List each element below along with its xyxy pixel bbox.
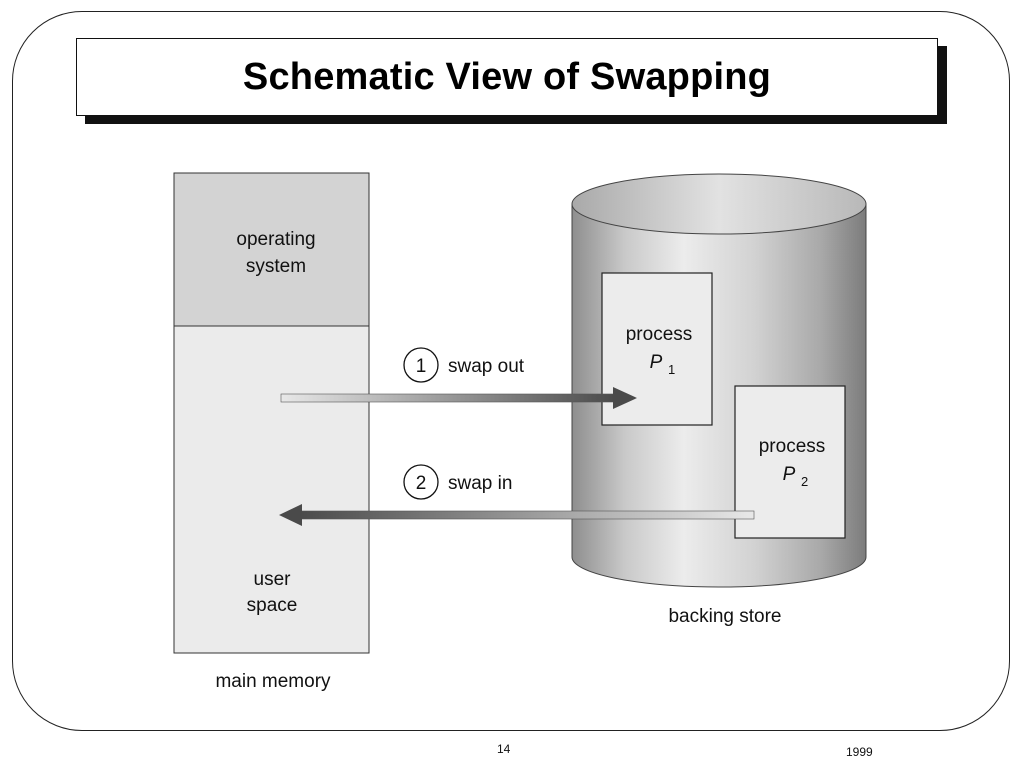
process-p1-subscript: 1 bbox=[668, 362, 675, 377]
os-label-line2: system bbox=[246, 256, 306, 277]
process-p2-name: P bbox=[783, 464, 796, 485]
title-box: Schematic View of Swapping bbox=[76, 38, 938, 116]
os-region bbox=[173, 172, 370, 327]
backing-store-top bbox=[571, 173, 867, 235]
user-space-label-line2: space bbox=[247, 595, 298, 616]
process-p2-label: process bbox=[759, 436, 826, 457]
footer-year: 1999 bbox=[846, 745, 873, 759]
step-1-circle bbox=[403, 347, 439, 383]
step-1-number: 1 bbox=[416, 356, 427, 377]
process-p1-label: process bbox=[626, 324, 693, 345]
user-space-label-line1: user bbox=[254, 569, 292, 590]
user-space-region bbox=[173, 325, 370, 654]
swap-out-arrow-shaft bbox=[280, 393, 616, 403]
swap-in-arrow-head bbox=[279, 504, 302, 526]
os-label-line1: operating bbox=[236, 229, 315, 250]
swap-out-arrow-head bbox=[613, 387, 637, 409]
slide-title: Schematic View of Swapping bbox=[242, 55, 772, 98]
step-2-number: 2 bbox=[416, 473, 427, 494]
slide-frame bbox=[12, 11, 1010, 731]
swap-in-label: swap in bbox=[448, 473, 512, 494]
main-memory-caption: main memory bbox=[215, 671, 331, 692]
swap-out-label: swap out bbox=[448, 356, 525, 377]
step-2-circle bbox=[403, 464, 439, 500]
page-number: 14 bbox=[497, 742, 511, 756]
swap-in-arrow-shaft bbox=[299, 510, 755, 520]
process-p1-name: P bbox=[650, 352, 663, 373]
backing-store-caption: backing store bbox=[668, 606, 781, 627]
process-p2-subscript: 2 bbox=[801, 474, 808, 489]
